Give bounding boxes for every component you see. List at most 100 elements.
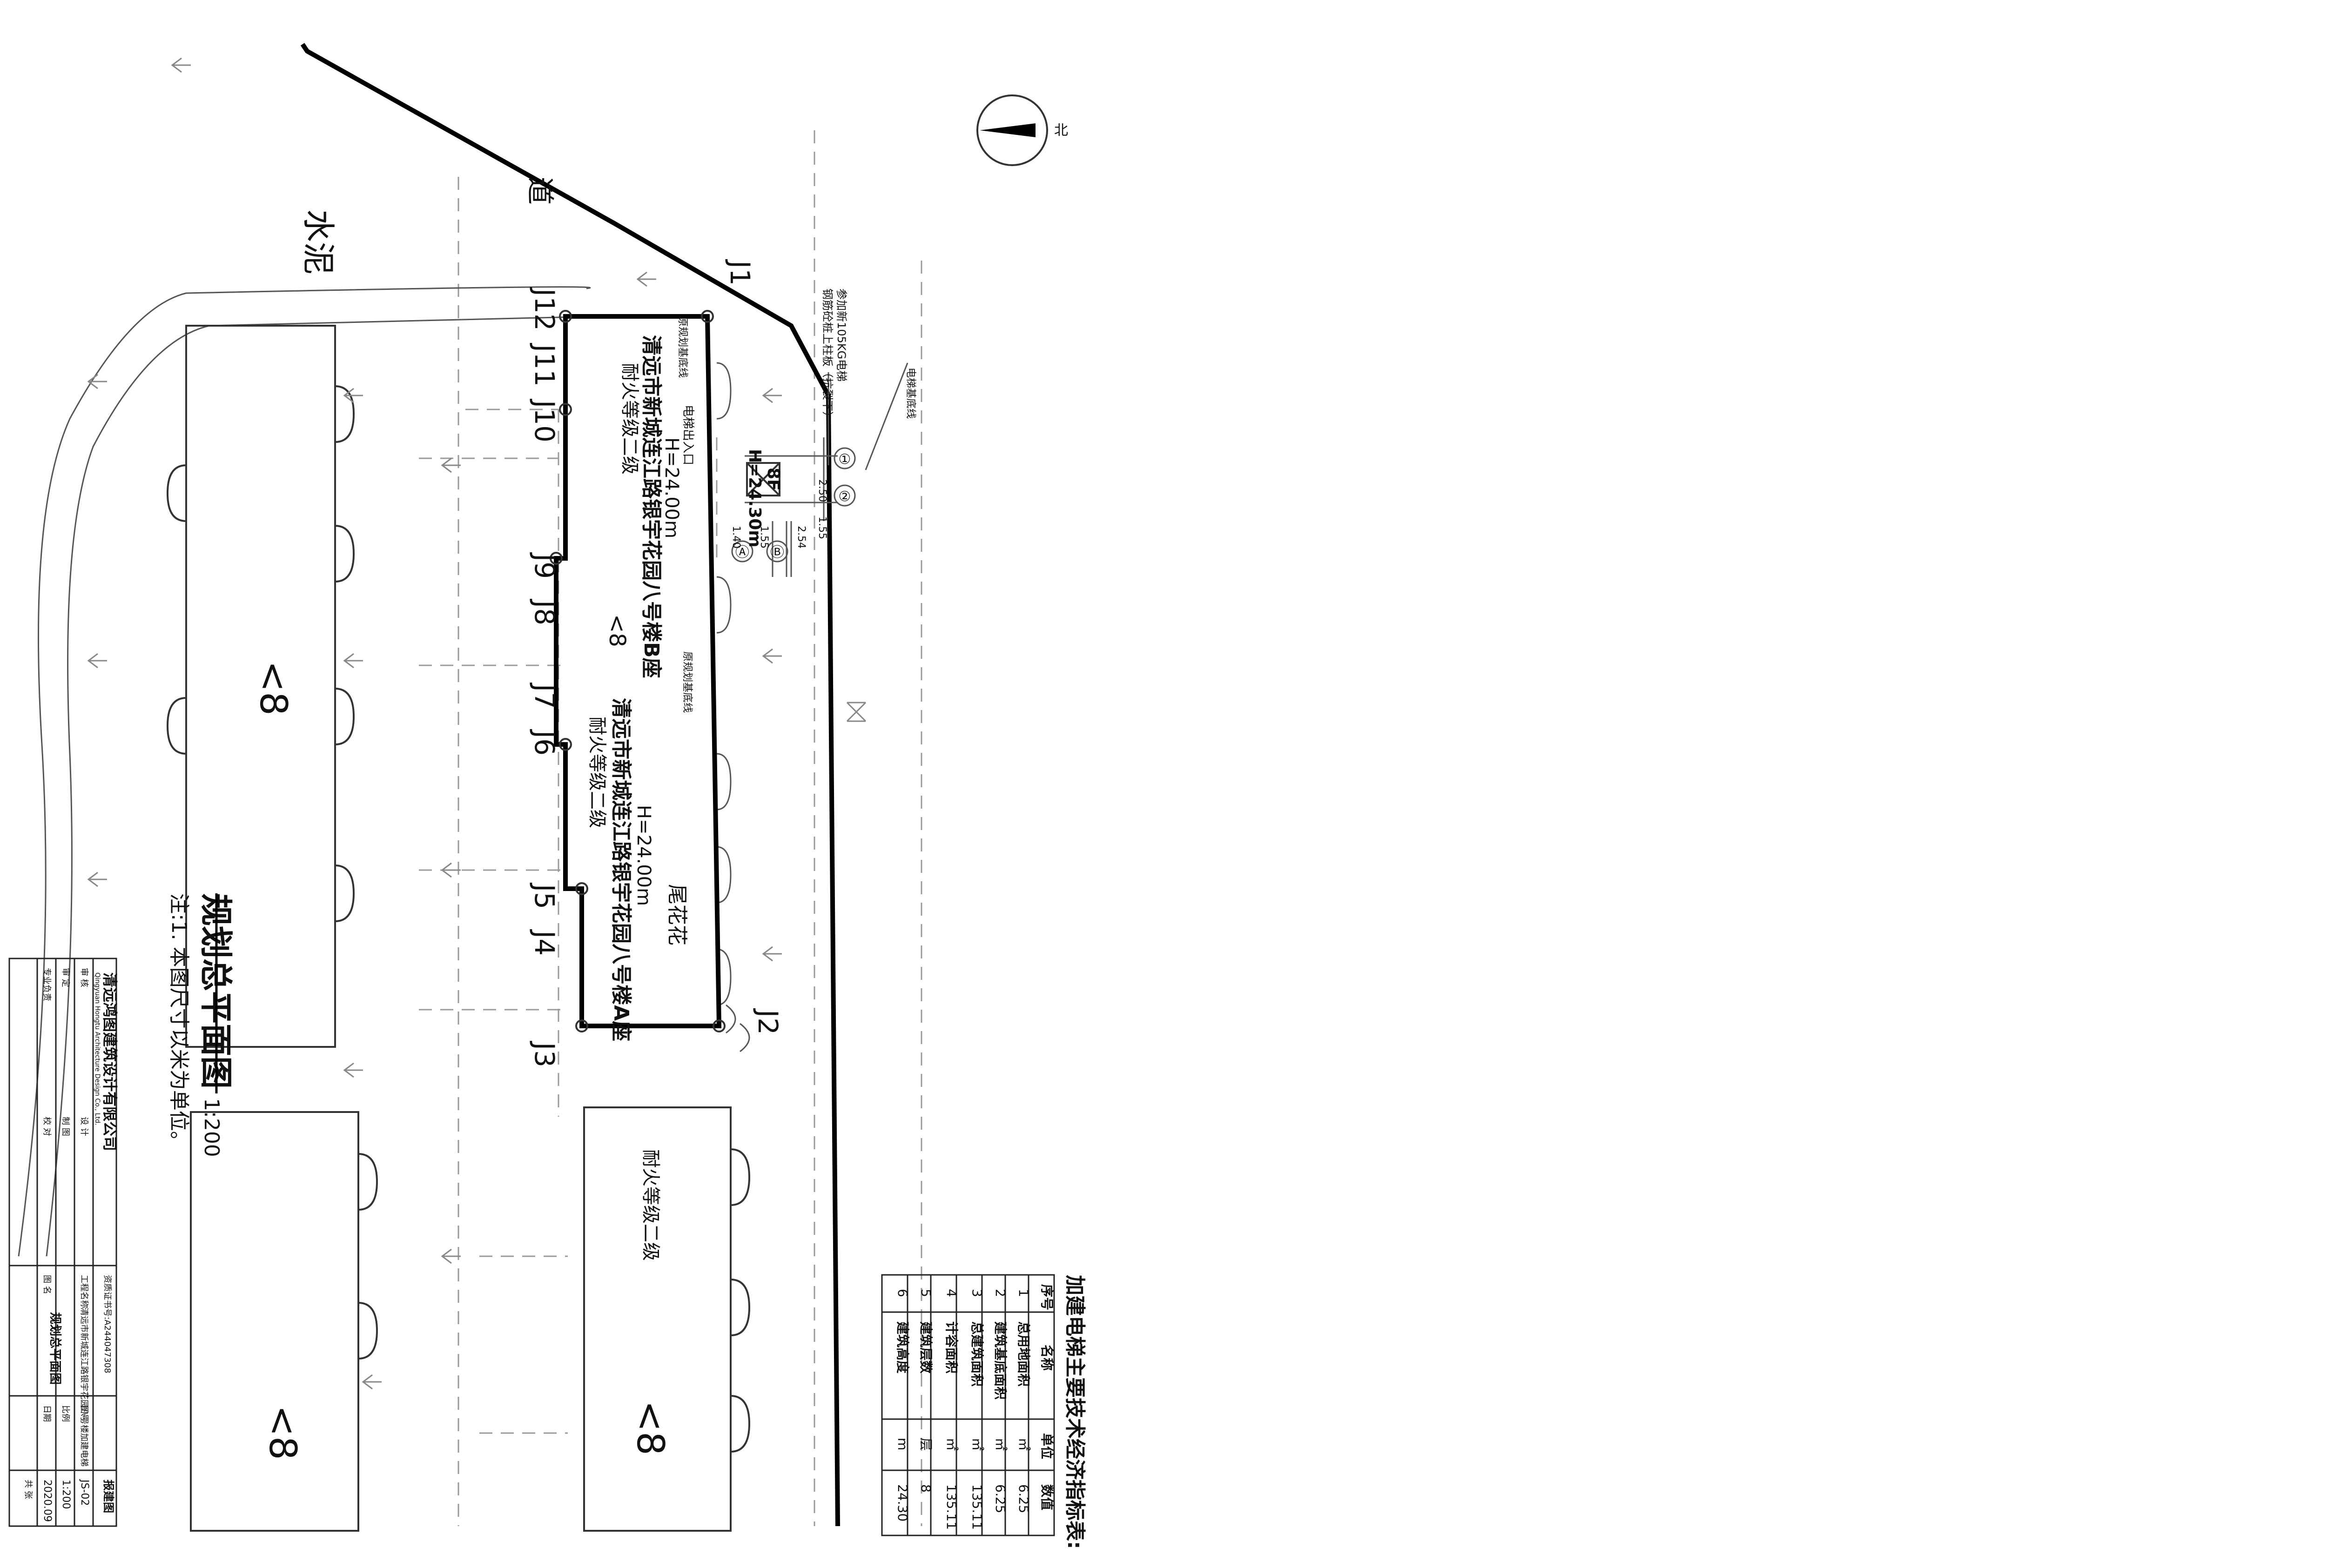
title-block: 清远鸿图建筑设计有限公司 Qingyuan Hongtu Architectur… xyxy=(8,958,119,1527)
point-j10: J10 xyxy=(529,399,560,442)
ind-cell: 135.11 xyxy=(944,1484,959,1530)
site-boundary-line xyxy=(300,43,840,1527)
drawing-name-label: 图 名 xyxy=(42,1275,52,1294)
site-labels: 水泥 道 <8 <8 <8 xyxy=(252,177,672,1460)
ind-row-1: 1 总用地面积 ㎡ 6.25 xyxy=(1016,1289,1031,1513)
concrete-road-label: 水泥 xyxy=(299,209,337,275)
axis-1-label: ① xyxy=(839,451,851,468)
role-1: 审 核 xyxy=(79,968,89,987)
drawing-name: 规划总平面图 xyxy=(48,1312,62,1385)
ind-cell: 总用地面积 xyxy=(1016,1321,1031,1387)
ind-cell: ㎡ xyxy=(993,1438,1008,1451)
elevator-height: H=24.30m xyxy=(745,449,764,548)
cert-number: 资质证书号:A244047308 xyxy=(102,1275,112,1373)
boundary-note-2: 原规划基底线 xyxy=(681,651,693,713)
point-j8: J8 xyxy=(529,599,560,625)
ind-row-5: 5 建筑层数 层 8 xyxy=(918,1289,934,1493)
point-j3: J3 xyxy=(529,1041,560,1067)
point-j5: J5 xyxy=(529,883,560,909)
ind-cell: 建筑高度 xyxy=(895,1321,910,1374)
drawing-note: 注:1. 本图尺寸以米为单位。 xyxy=(167,893,191,1152)
ind-cell: 建筑基底面积 xyxy=(993,1321,1008,1400)
building-b-name: 清远市新城连江路银宇花园八号楼B座 xyxy=(639,335,663,678)
role-6: 校 对 xyxy=(42,1117,52,1136)
elevator-labels: 8F H=24.30m 电梯出入口 电梯基底线 钢筋砼桩上柱板（抗裂下） 参加新… xyxy=(677,288,916,713)
date-label: 日期 xyxy=(42,1405,52,1422)
point-j2: J2 xyxy=(752,1008,784,1035)
elevator-boundary-note: 电梯基底线 xyxy=(905,368,916,419)
drawing-title-block: 规划总平面图 1:200 注:1. 本图尺寸以米为单位。 xyxy=(167,893,235,1157)
south-building-fire: 耐火等级二级 xyxy=(640,1149,661,1261)
ind-row-6: 6 建筑高度 m 24.30 xyxy=(895,1289,910,1521)
adjacent-bays-east xyxy=(716,362,750,1052)
dim-2-54: 2.54 xyxy=(795,526,807,549)
west-building-storeys: <8 xyxy=(252,661,295,716)
boundary-note-1: 原规划基底线 xyxy=(677,316,688,378)
road-label: 道 xyxy=(524,177,556,205)
ind-cell: 总建筑面积 xyxy=(969,1321,985,1387)
point-j12: J12 xyxy=(529,287,560,331)
ind-cell: ㎡ xyxy=(944,1438,959,1451)
ind-cell: 层 xyxy=(918,1438,934,1451)
dimension-labels: 2.50 1.55 2.54 1.40 1.55 xyxy=(730,479,828,549)
point-j6: J6 xyxy=(529,729,560,756)
ind-cell: 8 xyxy=(918,1484,934,1493)
scale-label: 比例 xyxy=(61,1405,70,1422)
role-5: 制 图 xyxy=(61,1117,70,1136)
ind-cell: 5 xyxy=(918,1289,934,1297)
point-j9: J9 xyxy=(529,552,560,579)
elevator-entry-label: 电梯出入口 xyxy=(681,405,695,465)
elevator-floors: 8F xyxy=(764,468,783,491)
ind-cell: 6.25 xyxy=(993,1484,1008,1513)
axis-2-label: ② xyxy=(839,489,851,505)
role-3: 专业负责 xyxy=(42,968,52,1001)
drawing-date: 2020.09 xyxy=(41,1480,53,1522)
building-b-fire: 耐火等级二级 xyxy=(619,363,640,475)
control-point-markers xyxy=(550,310,726,1032)
ind-row-4: 4 计容面积 ㎡ 135.11 xyxy=(944,1289,959,1530)
structure-note-1: 钢筋砼桩上柱板（抗裂下） xyxy=(821,288,834,422)
building-b-storeys: <8 xyxy=(604,614,630,647)
dim-1-40: 1.40 xyxy=(730,526,742,549)
sheet-count: 共 张 xyxy=(23,1480,33,1499)
building-b-height: H=24.00m xyxy=(661,437,682,538)
ind-cell: 135.11 xyxy=(969,1484,985,1530)
point-j4: J4 xyxy=(529,929,560,956)
building-a-height: H=24.00m xyxy=(633,805,654,906)
main-building-outline xyxy=(554,314,722,1028)
point-j11: J11 xyxy=(529,343,560,387)
dim-1-55: 1.55 xyxy=(816,516,828,539)
ind-header-unit: 单位 xyxy=(1039,1433,1055,1459)
ind-header-name: 名称 xyxy=(1039,1345,1055,1371)
ind-cell: 计容面积 xyxy=(944,1321,959,1374)
axis-a-label: Ⓐ xyxy=(735,544,749,561)
dim-2-50: 2.50 xyxy=(816,479,828,502)
road-outline xyxy=(18,286,597,1257)
ind-header-value: 数值 xyxy=(1039,1484,1055,1510)
dim-1-55b: 1.55 xyxy=(758,526,770,549)
ind-row-3: 3 总建筑面积 ㎡ 135.11 xyxy=(969,1289,985,1530)
axis-b-label: Ⓑ xyxy=(770,544,784,561)
project-label: 工程名称 xyxy=(79,1275,89,1308)
ind-cell: 建筑层数 xyxy=(918,1321,934,1374)
ind-cell: 6 xyxy=(895,1289,910,1297)
elevator-addition xyxy=(745,362,908,577)
southwest-building-storeys: <8 xyxy=(261,1405,304,1460)
role-2: 审 定 xyxy=(61,968,70,987)
north-label: 北 xyxy=(1054,122,1068,139)
ind-cell: m xyxy=(895,1438,910,1450)
role-4: 设 计 xyxy=(79,1117,89,1136)
company-name: 清远鸿图建筑设计有限公司 xyxy=(101,972,119,1151)
indicators-table: 加建电梯主要技术经济指标表: 序号 名称 单位 数值 1 总用地面积 ㎡ 6.2… xyxy=(881,1274,1087,1549)
point-j7: J7 xyxy=(529,683,560,709)
number-label: 图号 xyxy=(79,1405,89,1422)
ind-header-no: 序号 xyxy=(1039,1284,1055,1310)
landscape-symbols xyxy=(87,57,867,1390)
north-arrow: 北 xyxy=(976,94,1068,166)
gardens-label: 尾花花 xyxy=(665,884,689,945)
ind-row-2: 2 建筑基底面积 ㎡ 6.25 xyxy=(993,1289,1008,1513)
dashed-site-lines xyxy=(419,130,922,1526)
neighbor-building-southwest xyxy=(190,1111,378,1532)
indicators-title: 加建电梯主要技术经济指标表: xyxy=(1063,1275,1087,1549)
